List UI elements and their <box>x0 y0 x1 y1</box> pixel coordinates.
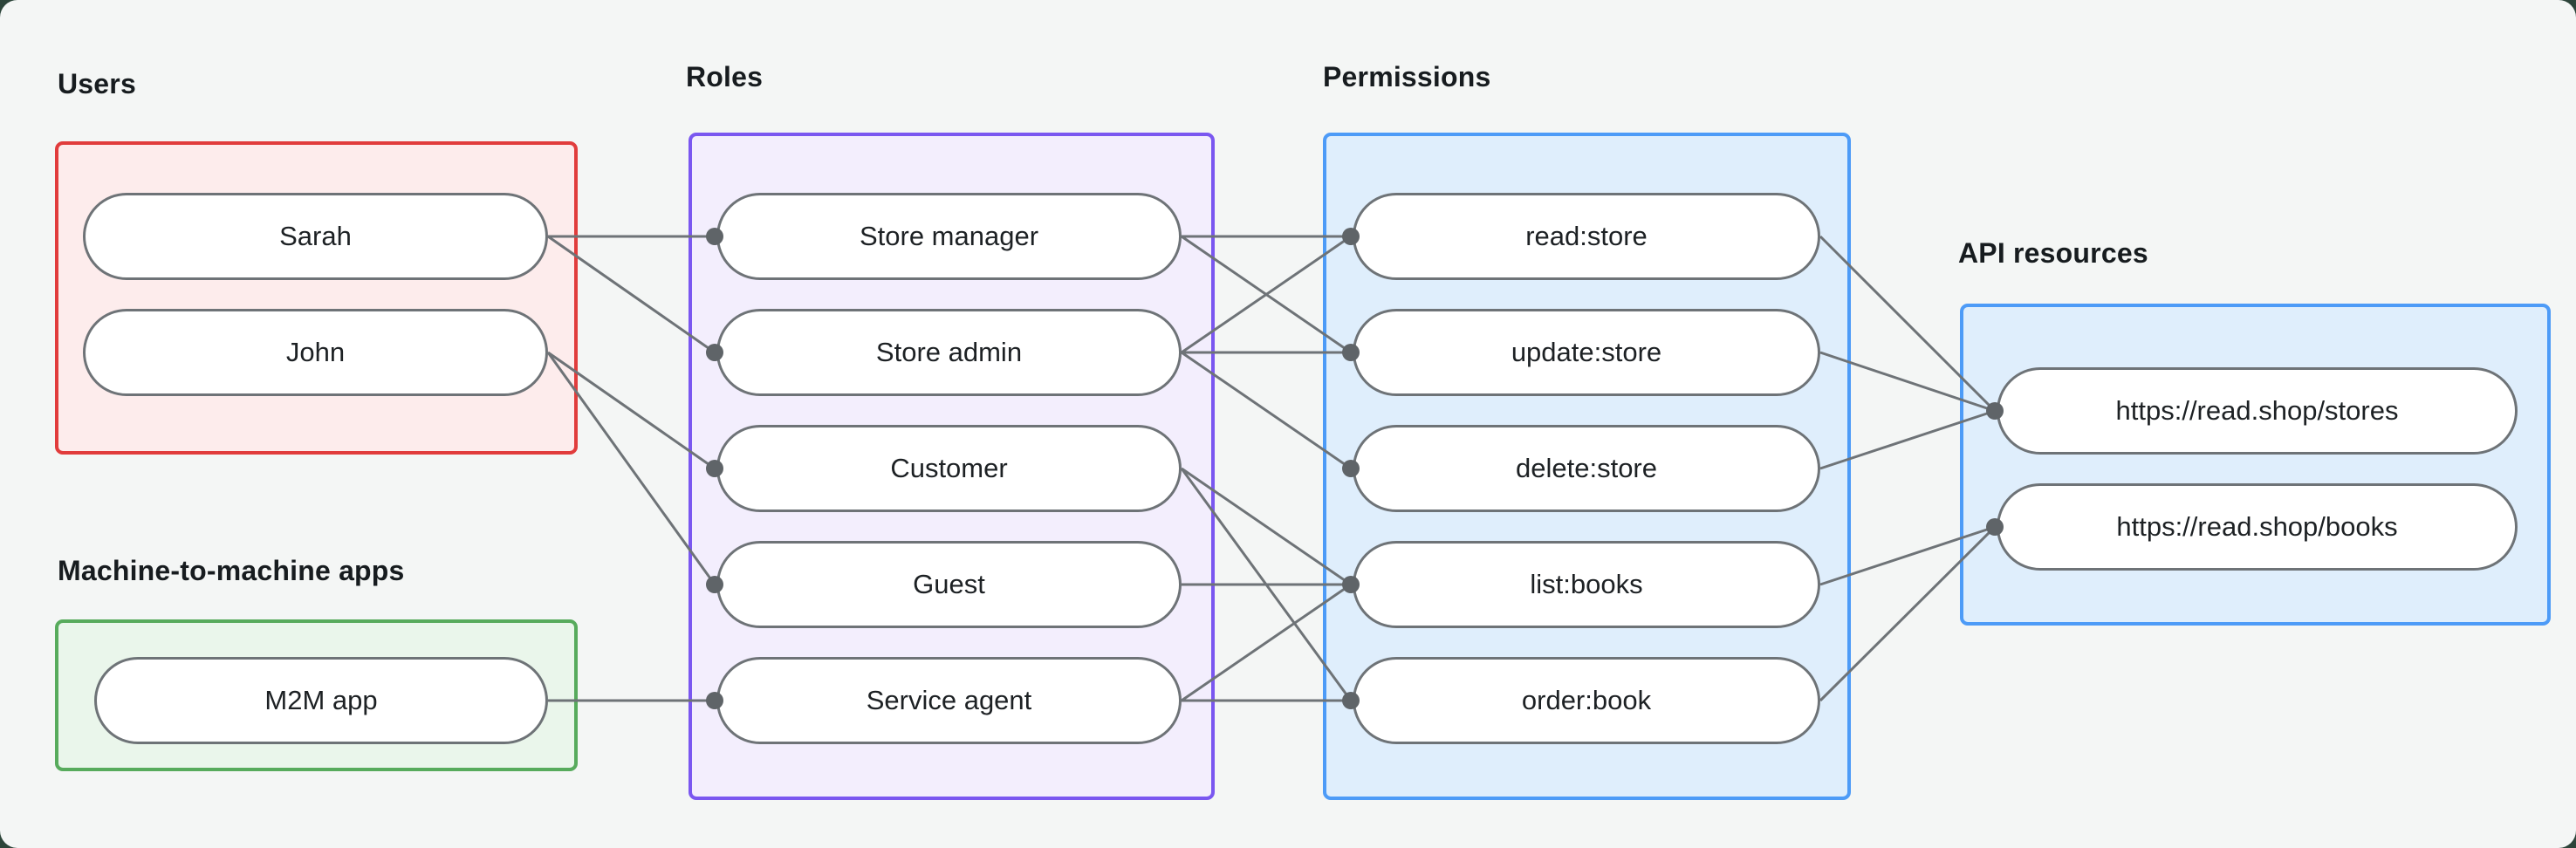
node-role-store-manager: Store manager <box>716 193 1182 280</box>
node-permission-delete-store: delete:store <box>1353 425 1820 512</box>
node-role-guest: Guest <box>716 541 1182 628</box>
node-role-store-admin: Store admin <box>716 309 1182 396</box>
node-role-service-agent: Service agent <box>716 657 1182 744</box>
node-api-books: https://read.shop/books <box>1997 483 2518 571</box>
node-permission-list-books: list:books <box>1353 541 1820 628</box>
node-role-customer: Customer <box>716 425 1182 512</box>
node-m2m-app: M2M app <box>94 657 548 744</box>
m2m-group-label: Machine-to-machine apps <box>58 555 405 586</box>
node-user-john: John <box>83 309 548 396</box>
api-resources-group-label: API resources <box>1958 237 2148 269</box>
users-group-label: Users <box>58 68 136 99</box>
node-permission-read-store: read:store <box>1353 193 1820 280</box>
users-group-box <box>55 141 578 455</box>
node-permission-order-book: order:book <box>1353 657 1820 744</box>
node-api-stores: https://read.shop/stores <box>1997 367 2518 455</box>
roles-group-label: Roles <box>686 61 764 92</box>
api-resources-group-box <box>1960 304 2551 626</box>
permissions-group-label: Permissions <box>1323 61 1491 92</box>
node-user-sarah: Sarah <box>83 193 548 280</box>
node-permission-update-store: update:store <box>1353 309 1820 396</box>
